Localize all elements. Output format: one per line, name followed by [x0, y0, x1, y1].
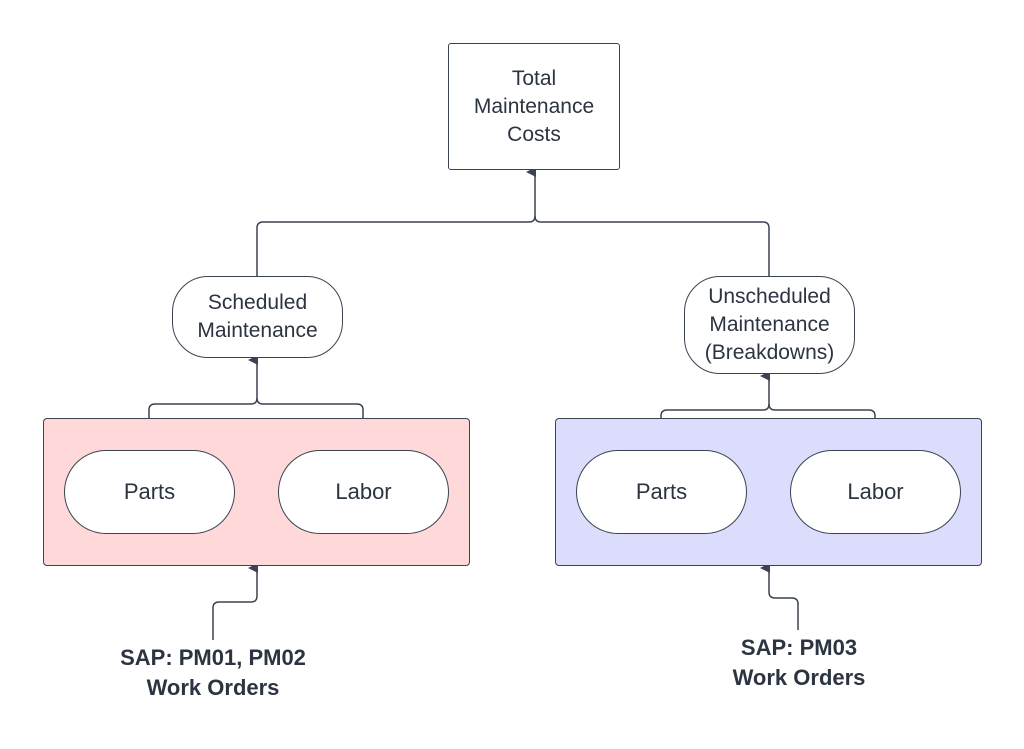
- left-parts-node: Parts: [64, 450, 235, 534]
- unscheduled-maintenance-node: Unscheduled Maintenance (Breakdowns): [684, 276, 855, 374]
- right-labor-label: Labor: [847, 479, 904, 504]
- connector-unscheduled-to-total: [534, 215, 770, 276]
- unscheduled-maintenance-label: Unscheduled Maintenance (Breakdowns): [704, 285, 835, 364]
- scheduled-maintenance-node: Scheduled Maintenance: [172, 276, 343, 358]
- connector-left-source-to-group: [212, 563, 258, 640]
- right-source-label: SAP: PM03 Work Orders: [732, 635, 866, 690]
- left-parts-label: Parts: [123, 479, 176, 504]
- right-labor-node: Labor: [790, 450, 961, 534]
- connector-left-labor-to-scheduled: [256, 397, 364, 450]
- connector-right-labor-to-unscheduled: [768, 403, 876, 450]
- right-parts-node: Parts: [576, 450, 747, 534]
- left-labor-label: Labor: [335, 479, 392, 504]
- scheduled-maintenance-label: Scheduled Maintenance: [197, 291, 318, 342]
- connector-scheduled-to-total: [256, 167, 536, 276]
- left-labor-node: Labor: [278, 450, 449, 534]
- left-source-label: SAP: PM01, PM02 Work Orders: [120, 645, 306, 700]
- right-parts-label: Parts: [635, 479, 688, 504]
- total-maintenance-costs-node: Total Maintenance Costs: [448, 43, 620, 170]
- total-maintenance-costs-label: Total Maintenance Costs: [473, 66, 595, 146]
- connector-right-source-to-group: [760, 563, 799, 630]
